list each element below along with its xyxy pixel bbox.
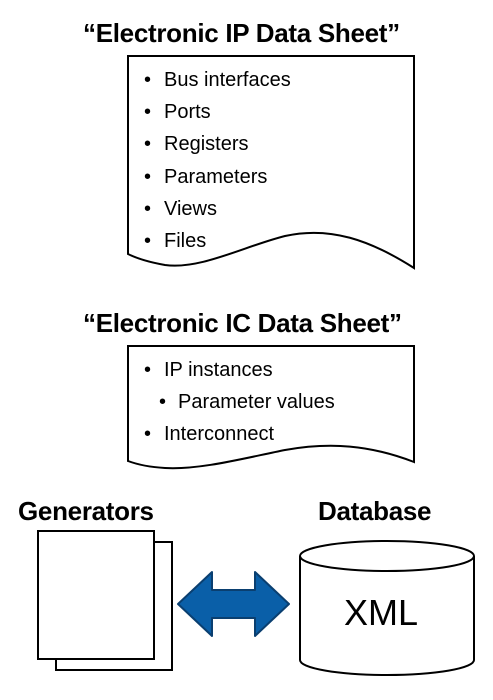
ip-item-ports: Ports — [136, 96, 291, 128]
generators-label: Generators — [18, 496, 154, 526]
ip-item-registers: Registers — [136, 128, 291, 160]
ip-item-bus-interfaces: Bus interfaces — [136, 64, 291, 96]
ip-sheet-title: “Electronic IP Data Sheet” — [83, 18, 400, 48]
database-label: Database — [318, 496, 432, 526]
ic-sheet-list: IP instances Parameter values Interconne… — [136, 354, 335, 451]
ip-sheet-list: Bus interfaces Ports Registers Parameter… — [136, 64, 291, 257]
ic-item-ip-instances: IP instances — [136, 354, 335, 386]
ip-item-parameters: Parameters — [136, 161, 291, 193]
database-content: XML — [344, 592, 419, 633]
ip-item-views: Views — [136, 193, 291, 225]
ic-item-interconnect: Interconnect — [136, 418, 335, 450]
ic-sheet-title: “Electronic IC Data Sheet” — [83, 308, 402, 338]
ip-item-files: Files — [136, 225, 291, 257]
ic-item-parameter-values: Parameter values — [136, 386, 335, 418]
